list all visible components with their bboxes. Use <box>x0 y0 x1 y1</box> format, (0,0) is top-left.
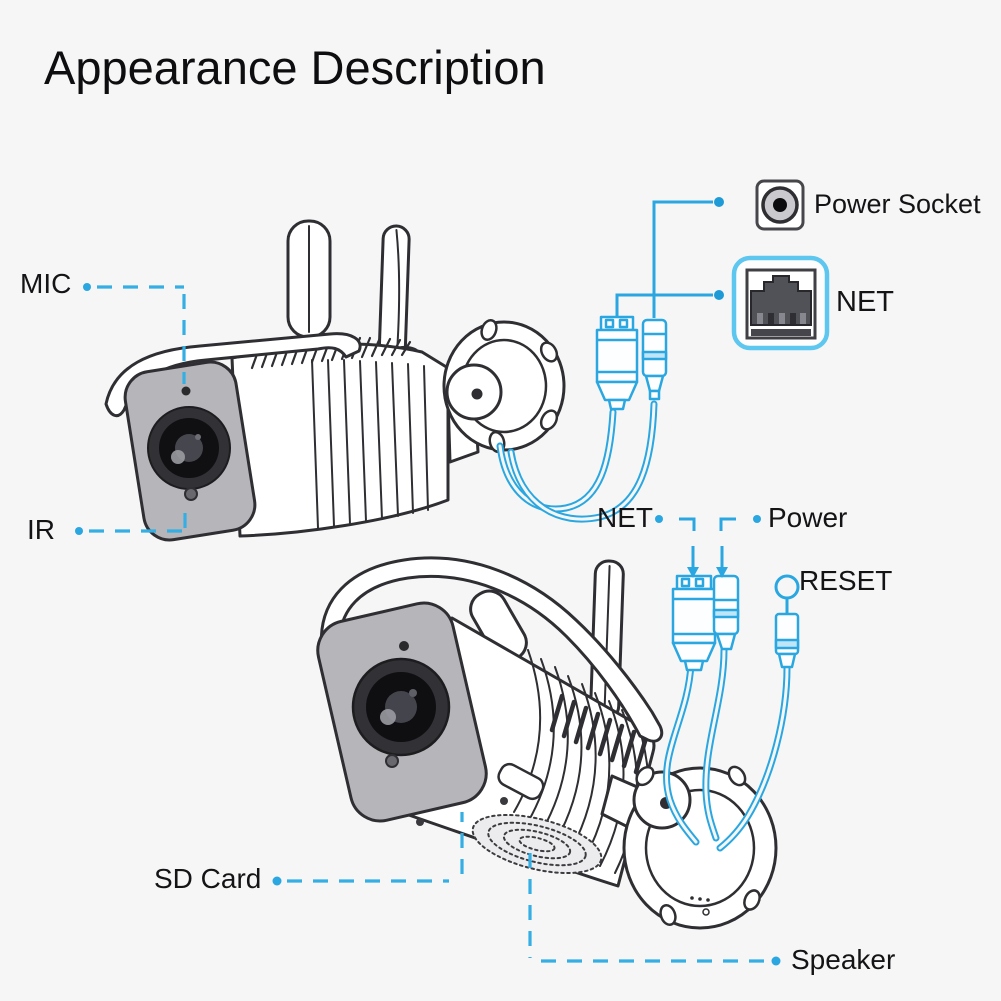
power-elbow-dash <box>719 517 736 531</box>
net-elbow-dash <box>679 517 696 531</box>
net-arrow-head <box>687 567 699 578</box>
label-net-cable: NET <box>597 502 653 533</box>
net-port-leader-line <box>615 293 713 316</box>
leader-dot <box>714 197 724 207</box>
leader-dot <box>771 956 781 966</box>
power-cable-connector-top <box>641 318 668 401</box>
sd-card-leader-line <box>287 812 464 883</box>
label-ir: IR <box>27 514 55 545</box>
mic-leader-line <box>97 285 186 384</box>
sd-card-slot <box>497 762 545 801</box>
leader-dot <box>75 527 83 535</box>
leader-dot <box>83 283 91 291</box>
label-speaker: Speaker <box>791 944 896 975</box>
power-socket-leader-line <box>652 200 713 318</box>
label-sd-card: SD Card <box>154 863 262 894</box>
sun-shield <box>319 556 664 743</box>
body-slats <box>311 359 429 529</box>
lens <box>147 406 231 490</box>
screw <box>500 797 508 805</box>
bottom-camera-illustration <box>316 556 778 930</box>
net-cable-connector-top <box>595 315 639 411</box>
heat-fins <box>549 693 649 775</box>
leader-dot <box>272 876 282 886</box>
speaker-leader-line <box>528 853 764 963</box>
speaker-grille <box>471 813 603 875</box>
label-power-socket: Power Socket <box>814 189 981 219</box>
antenna-left-icon <box>286 219 332 339</box>
rj45-pins <box>757 313 806 324</box>
net-cable-connector-bottom <box>671 574 717 672</box>
top-camera-illustration <box>104 219 566 542</box>
ir-leader-line <box>89 502 187 533</box>
top-camera-cables <box>496 400 658 523</box>
label-power-cable: Power <box>768 502 848 533</box>
dashed-leader-lines <box>75 283 781 966</box>
sun-shield <box>104 332 362 418</box>
mount-bracket <box>442 319 566 464</box>
reset-button <box>774 574 800 669</box>
label-mic: MIC <box>20 268 72 299</box>
power-socket-icon <box>755 179 805 231</box>
leader-dot <box>714 290 724 300</box>
bottom-camera-cables <box>663 646 791 852</box>
net-power-pointer-lines <box>655 515 761 578</box>
camera-body <box>230 342 450 538</box>
mount-bracket <box>600 765 778 930</box>
screw <box>416 818 424 826</box>
port-leader-lines <box>615 197 724 318</box>
power-arrow-head <box>716 567 728 578</box>
page-title: Appearance Description <box>44 41 546 94</box>
mic-hole <box>399 641 409 651</box>
leader-dot <box>753 515 761 523</box>
label-net-port: NET <box>836 286 894 318</box>
lens <box>351 657 451 757</box>
leader-dot <box>655 515 663 523</box>
net-port-icon <box>731 255 830 351</box>
mic-hole <box>181 386 191 396</box>
power-cable-connector-bottom <box>712 574 740 651</box>
ir-led <box>184 487 198 501</box>
ir-led <box>385 754 399 768</box>
label-reset: RESET <box>799 565 893 596</box>
